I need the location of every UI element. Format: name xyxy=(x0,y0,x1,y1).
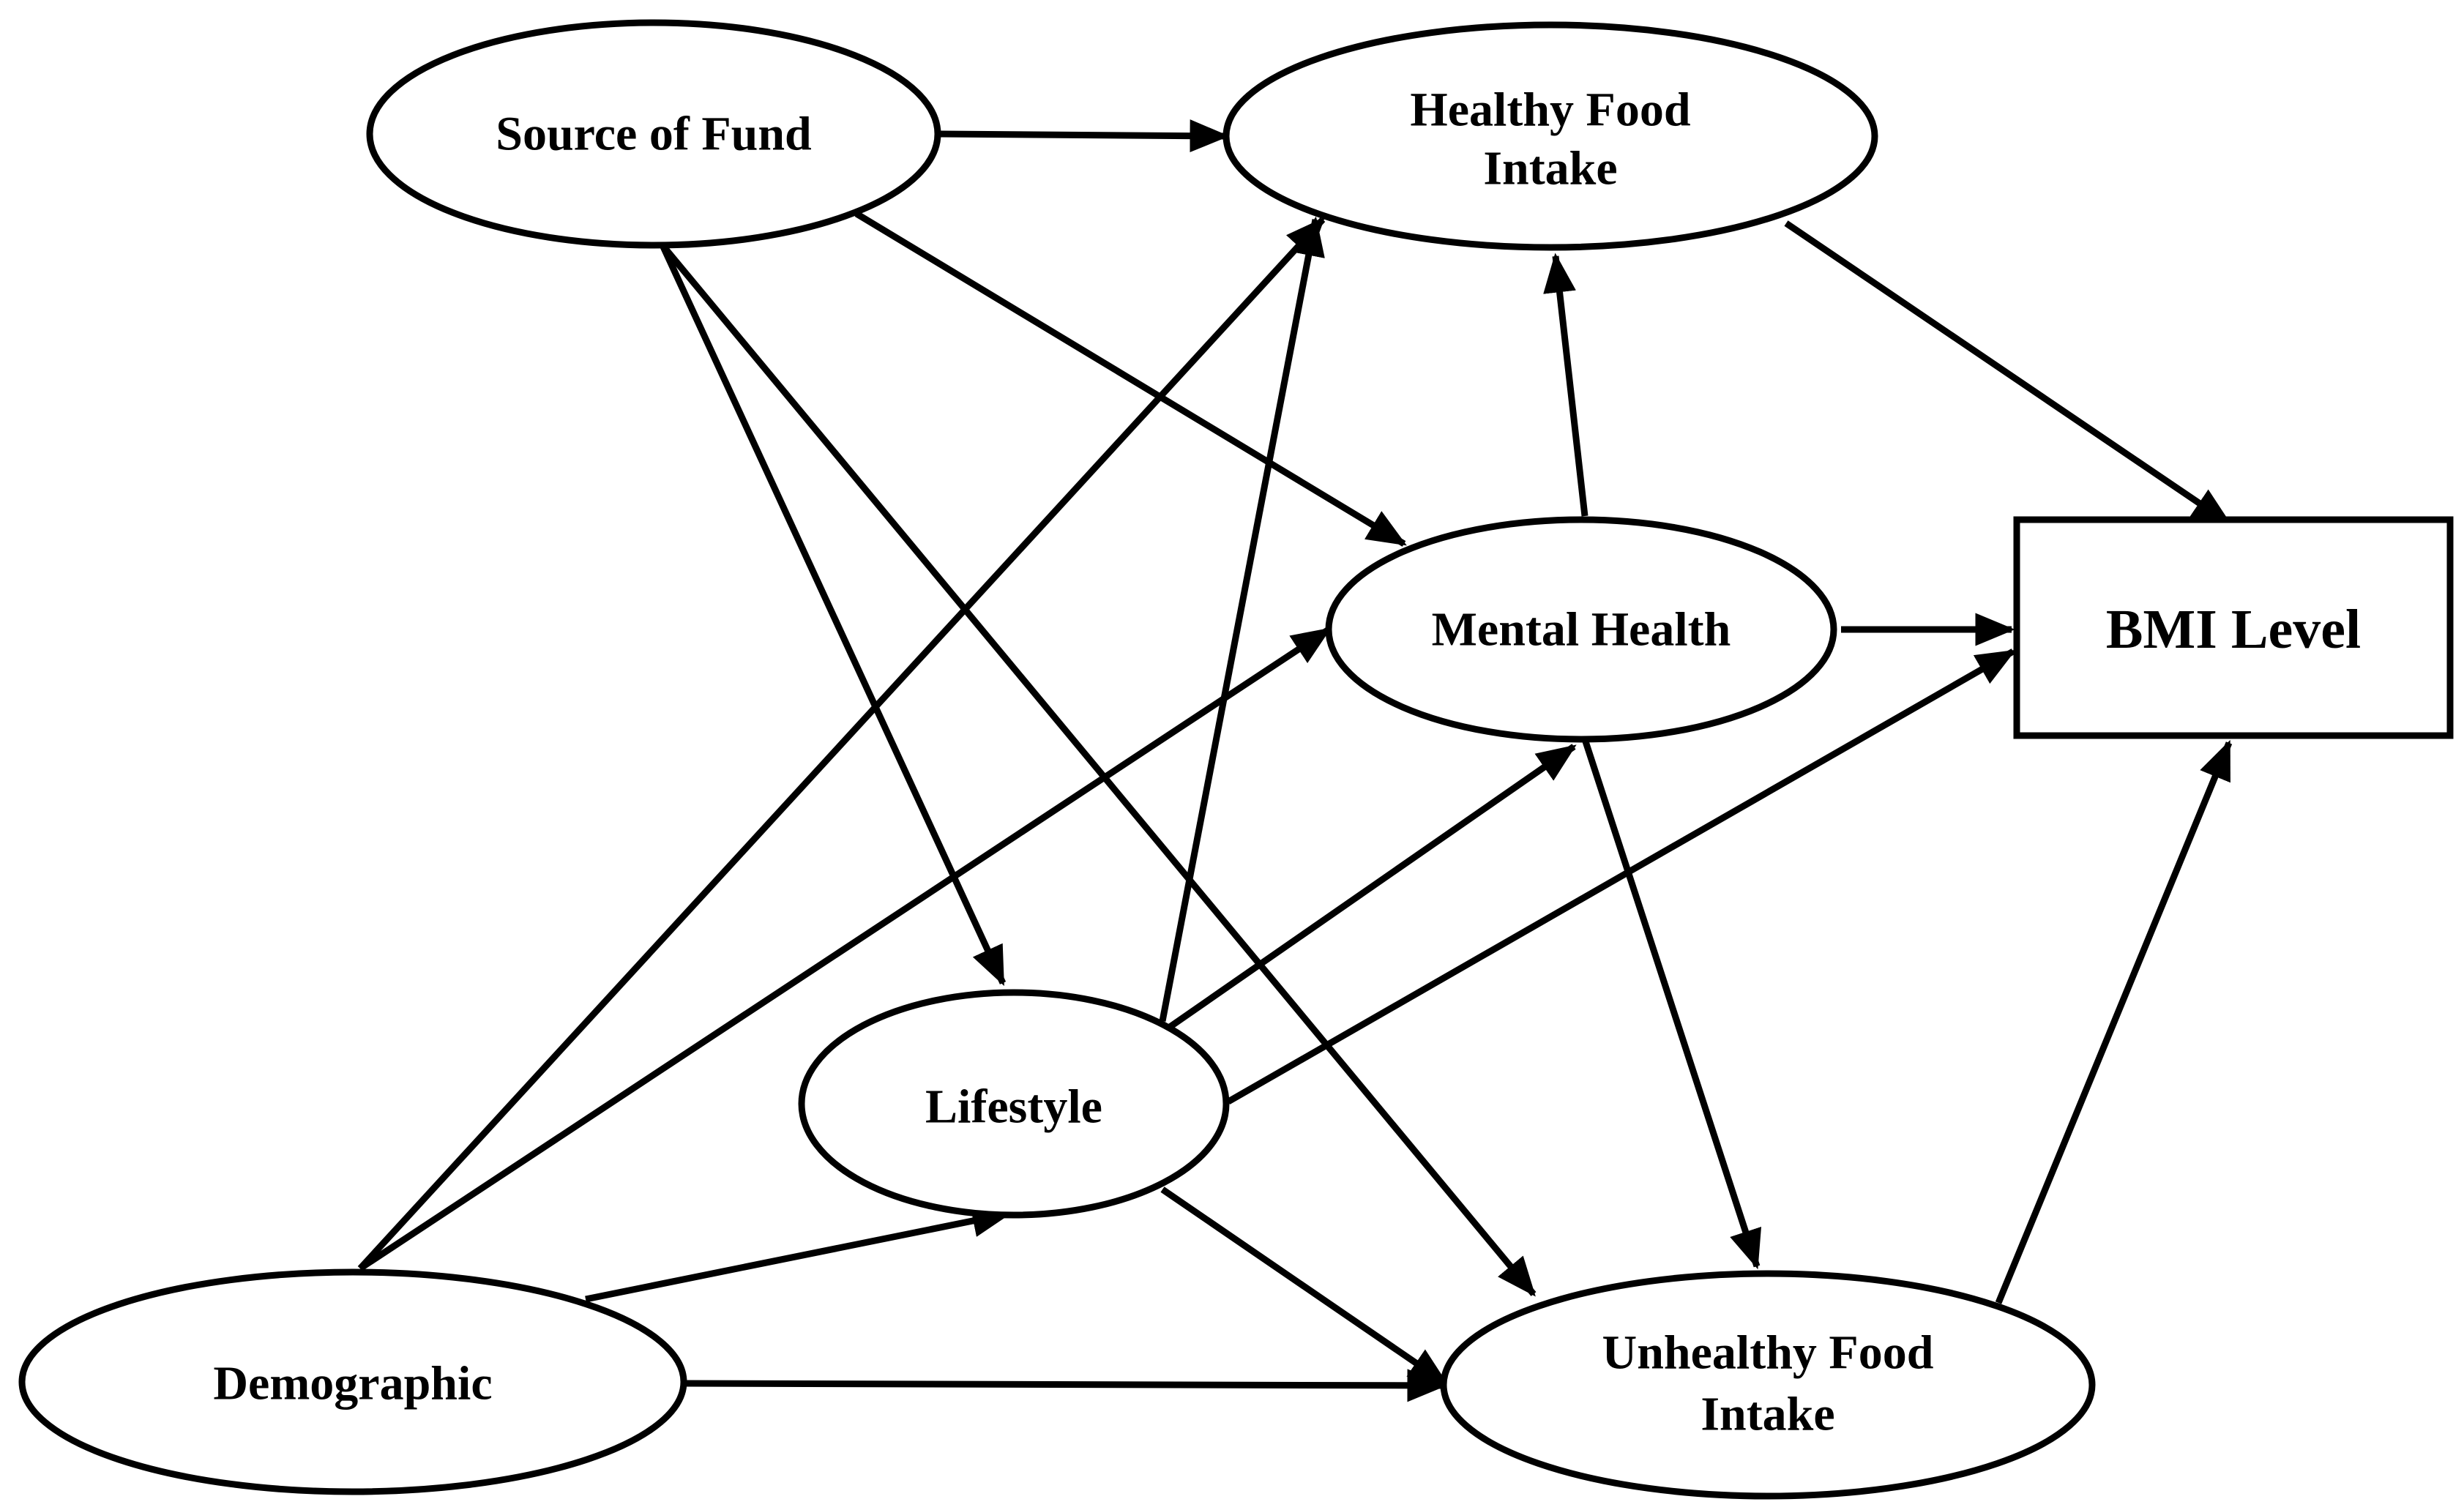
node-source-of-fund: Source of Fund xyxy=(366,19,941,249)
edge-demographic-to-mental-health xyxy=(358,627,1332,1271)
edge-source-of-fund-to-mental-health xyxy=(854,211,1407,547)
node-bmi-level-shape xyxy=(2013,516,2454,739)
node-source-of-fund-shape xyxy=(366,19,941,249)
node-unhealthy-food-intake: Unhealthy Food Intake xyxy=(1440,1270,2096,1500)
node-unhealthy-food-intake-label-line-2: Intake xyxy=(1700,1388,1834,1441)
edge-lifestyle-to-healthy-food-intake xyxy=(1159,216,1325,1022)
node-mental-health-shape xyxy=(1325,516,1837,743)
edge-mental-health-to-healthy-food-intake xyxy=(1543,253,1588,517)
edges xyxy=(357,119,2233,1402)
node-demographic-shape xyxy=(18,1268,687,1495)
edge-lifestyle-to-unhealthy-food-intake xyxy=(1160,1186,1449,1386)
edge-demographic-to-lifestyle xyxy=(585,1204,1012,1303)
node-source-of-fund-label: Source of Fund xyxy=(496,108,812,161)
node-bmi-level: BMI Level xyxy=(2013,516,2454,739)
edge-lifestyle-to-bmi-level xyxy=(1226,649,2016,1105)
node-unhealthy-food-intake-label-line-1: Unhealthy Food xyxy=(1602,1326,1934,1380)
edge-source-of-fund-to-lifestyle xyxy=(659,244,1007,987)
edge-demographic-to-unhealthy-food-intake xyxy=(684,1369,1447,1402)
edge-lifestyle-to-mental-health xyxy=(1160,744,1577,1035)
edge-demographic-to-healthy-food-intake xyxy=(357,217,1326,1271)
edge-source-of-fund-to-healthy-food-intake xyxy=(940,119,1230,153)
node-lifestyle-label: Lifestyle xyxy=(925,1080,1102,1134)
node-demographic-label: Demographic xyxy=(213,1357,492,1410)
node-healthy-food-intake: Healthy Food Intake xyxy=(1222,21,1878,251)
node-bmi-level-label: BMI Level xyxy=(2106,599,2361,660)
node-demographic: Demographic xyxy=(18,1268,687,1495)
node-lifestyle-shape xyxy=(798,989,1230,1219)
edge-unhealthy-food-intake-to-bmi-level xyxy=(1995,739,2233,1304)
node-lifestyle: Lifestyle xyxy=(798,989,1230,1219)
node-unhealthy-food-intake-shape xyxy=(1440,1270,2096,1500)
edge-source-of-fund-to-unhealthy-food-intake xyxy=(660,243,1537,1297)
node-healthy-food-intake-label-line-1: Healthy Food xyxy=(1410,83,1690,137)
edge-mental-health-to-unhealthy-food-intake xyxy=(1581,738,1762,1270)
edge-healthy-food-intake-to-bmi-level xyxy=(1784,220,2232,526)
node-mental-health-label: Mental Health xyxy=(1432,603,1731,657)
node-healthy-food-intake-label-line-2: Intake xyxy=(1483,142,1617,195)
node-mental-health: Mental Health xyxy=(1325,516,1837,743)
node-healthy-food-intake-shape xyxy=(1222,21,1878,251)
